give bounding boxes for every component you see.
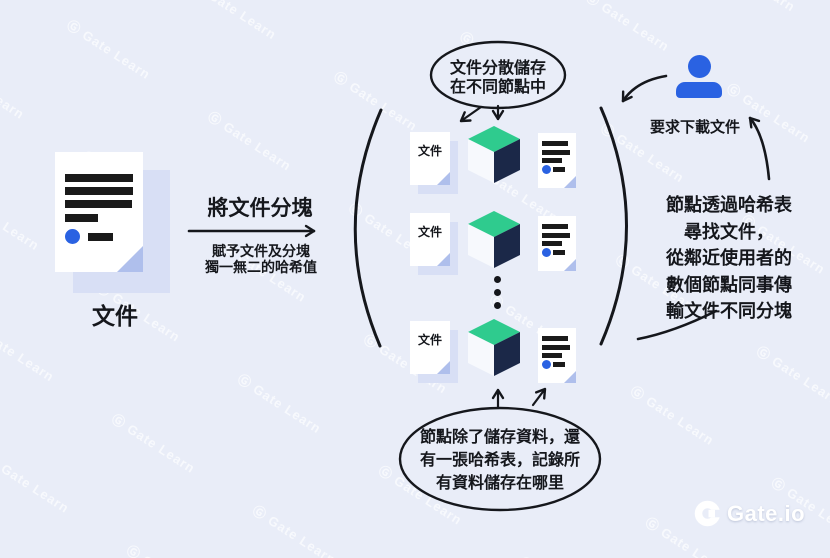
bottom-bubble-line: 節點除了儲存資料，還 (419, 429, 580, 446)
arrow-network-to-person (748, 116, 771, 181)
node-doc-label: 文件 (417, 333, 442, 347)
data-block-cube-icon (468, 126, 520, 183)
lookup-line: 輸文件不同分塊 (666, 301, 792, 321)
split-step-subtitle: 賦予文件及分塊 獨一無二的哈希值 (183, 243, 339, 275)
subtitle-line: 賦予文件及分塊 (212, 243, 310, 259)
arrow-bubble-to-doc (459, 105, 483, 123)
data-block-cube-icon (468, 211, 520, 268)
data-block-cube-icon (468, 319, 520, 376)
right-parenthesis-curve (599, 106, 628, 346)
document-sheet (55, 152, 143, 272)
node-file-doc-icon: 文件 (410, 213, 460, 277)
folded-corner (117, 246, 143, 272)
source-doc-label: 文件 (92, 303, 138, 329)
bottom-bubble-text: 節點除了儲存資料，還 有一張哈希表，記錄所 有資料儲存在哪里 (410, 426, 590, 495)
lookup-line: 尋找文件， (684, 221, 774, 242)
lookup-explanation-text: 節點透過哈希表 尋找文件， 從鄰近使用者的 數個節點同事傳 輸文件不同分塊 (640, 192, 818, 325)
hash-table-doc-icon (538, 216, 576, 271)
hash-table-doc-icon (538, 328, 576, 383)
bottom-bubble-line: 有一張哈希表，記錄所 (419, 452, 580, 469)
left-parenthesis-curve (353, 108, 383, 348)
big-document-icon (55, 152, 227, 294)
lookup-line: 從鄰近使用者的 (666, 248, 792, 268)
node-file-doc-icon: 文件 (410, 132, 460, 196)
bottom-sweep-curve (636, 309, 718, 341)
arrow-node-to-bubble-diag (531, 387, 547, 407)
subtitle-line: 獨一無二的哈希值 (205, 258, 317, 275)
hash-table-doc-icon (538, 133, 576, 188)
vertical-ellipsis (494, 276, 501, 315)
lookup-line: 數個節點同事傳 (666, 274, 792, 295)
lookup-line: 節點透過哈希表 (666, 195, 792, 215)
gateio-logo-text: Gate.io (727, 500, 806, 526)
user-head (688, 55, 711, 78)
top-bubble-text: 文件分散儲存 在不同節點中 (430, 59, 566, 97)
bottom-bubble-line: 有資料儲存在哪里 (435, 475, 564, 492)
user-body (676, 82, 722, 98)
requester-label: 要求下載文件 (649, 119, 740, 136)
node-file-doc-icon: 文件 (410, 321, 460, 385)
top-bubble-line: 文件分散儲存 (449, 60, 546, 77)
split-step-title: 將文件分塊 (207, 197, 313, 220)
arrow-person-to-network (621, 74, 668, 103)
top-bubble-line: 在不同節點中 (449, 79, 546, 96)
gateio-logo-mark (694, 500, 721, 527)
node-doc-label: 文件 (417, 225, 442, 239)
user-icon (676, 55, 722, 103)
node-doc-label: 文件 (417, 144, 442, 158)
bottom-speech-bubble (398, 406, 602, 512)
gateio-logo: Gate.io (694, 500, 805, 527)
